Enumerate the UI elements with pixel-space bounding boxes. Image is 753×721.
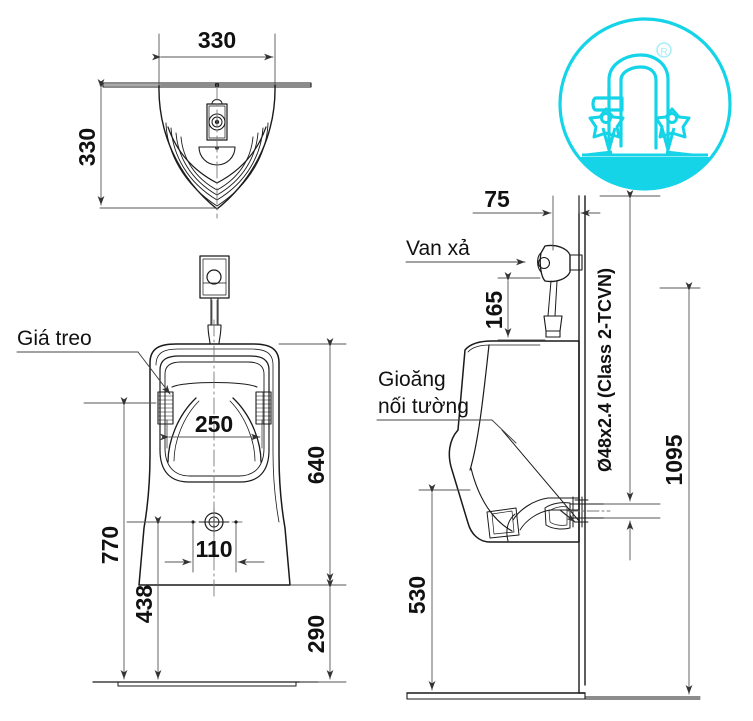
bracket-leader (16, 351, 171, 395)
dim-640-label: 640 (303, 446, 329, 484)
registered-trademark-icon: R (656, 42, 672, 58)
dimension-top-depth (97, 79, 216, 209)
front-view-geometry (92, 255, 319, 687)
brand-logo: R (558, 17, 732, 191)
dim-530-label: 530 (404, 576, 430, 614)
pipe-spec-label: Ø48x2.4 (Class 2-TCVN) (595, 268, 615, 472)
wall-gasket-label-line2: nối tường (378, 395, 469, 418)
dim-75-label: 75 (484, 186, 510, 212)
dimension-height-1095 (659, 282, 701, 695)
bracket-label: Giá treo (17, 327, 92, 350)
dim-top-depth-label: 330 (74, 128, 100, 166)
dim-770-label: 770 (97, 526, 123, 564)
dim-438-label: 438 (131, 585, 157, 624)
dim-1095-label: 1095 (661, 434, 687, 485)
dim-bowl-width-label: 250 (195, 411, 233, 437)
dimension-top-width (152, 33, 276, 85)
wall-gasket-leader (376, 419, 517, 444)
dimension-height-530 (418, 484, 471, 691)
side-view-geometry (406, 195, 701, 700)
flush-valve-label: Van xả (406, 237, 470, 260)
wall-gasket-label-line1: Gioăng (378, 368, 446, 391)
dimension-drain-width (164, 523, 265, 573)
dimension-offset-75 (472, 195, 601, 251)
dimension-pipe-spec (599, 190, 661, 561)
dim-top-width-label: 330 (198, 27, 236, 53)
dim-290-label: 290 (303, 615, 329, 653)
dimension-height-165 (497, 272, 546, 341)
dim-drain-width-label: 110 (195, 536, 232, 562)
dimension-height-770-438 (83, 397, 193, 680)
dimension-bowl-width (160, 419, 263, 449)
top-view-geometry (102, 82, 312, 219)
dimension-height-640-290 (278, 338, 347, 683)
svg-text:R: R (660, 47, 667, 58)
dim-165-label: 165 (481, 291, 507, 330)
